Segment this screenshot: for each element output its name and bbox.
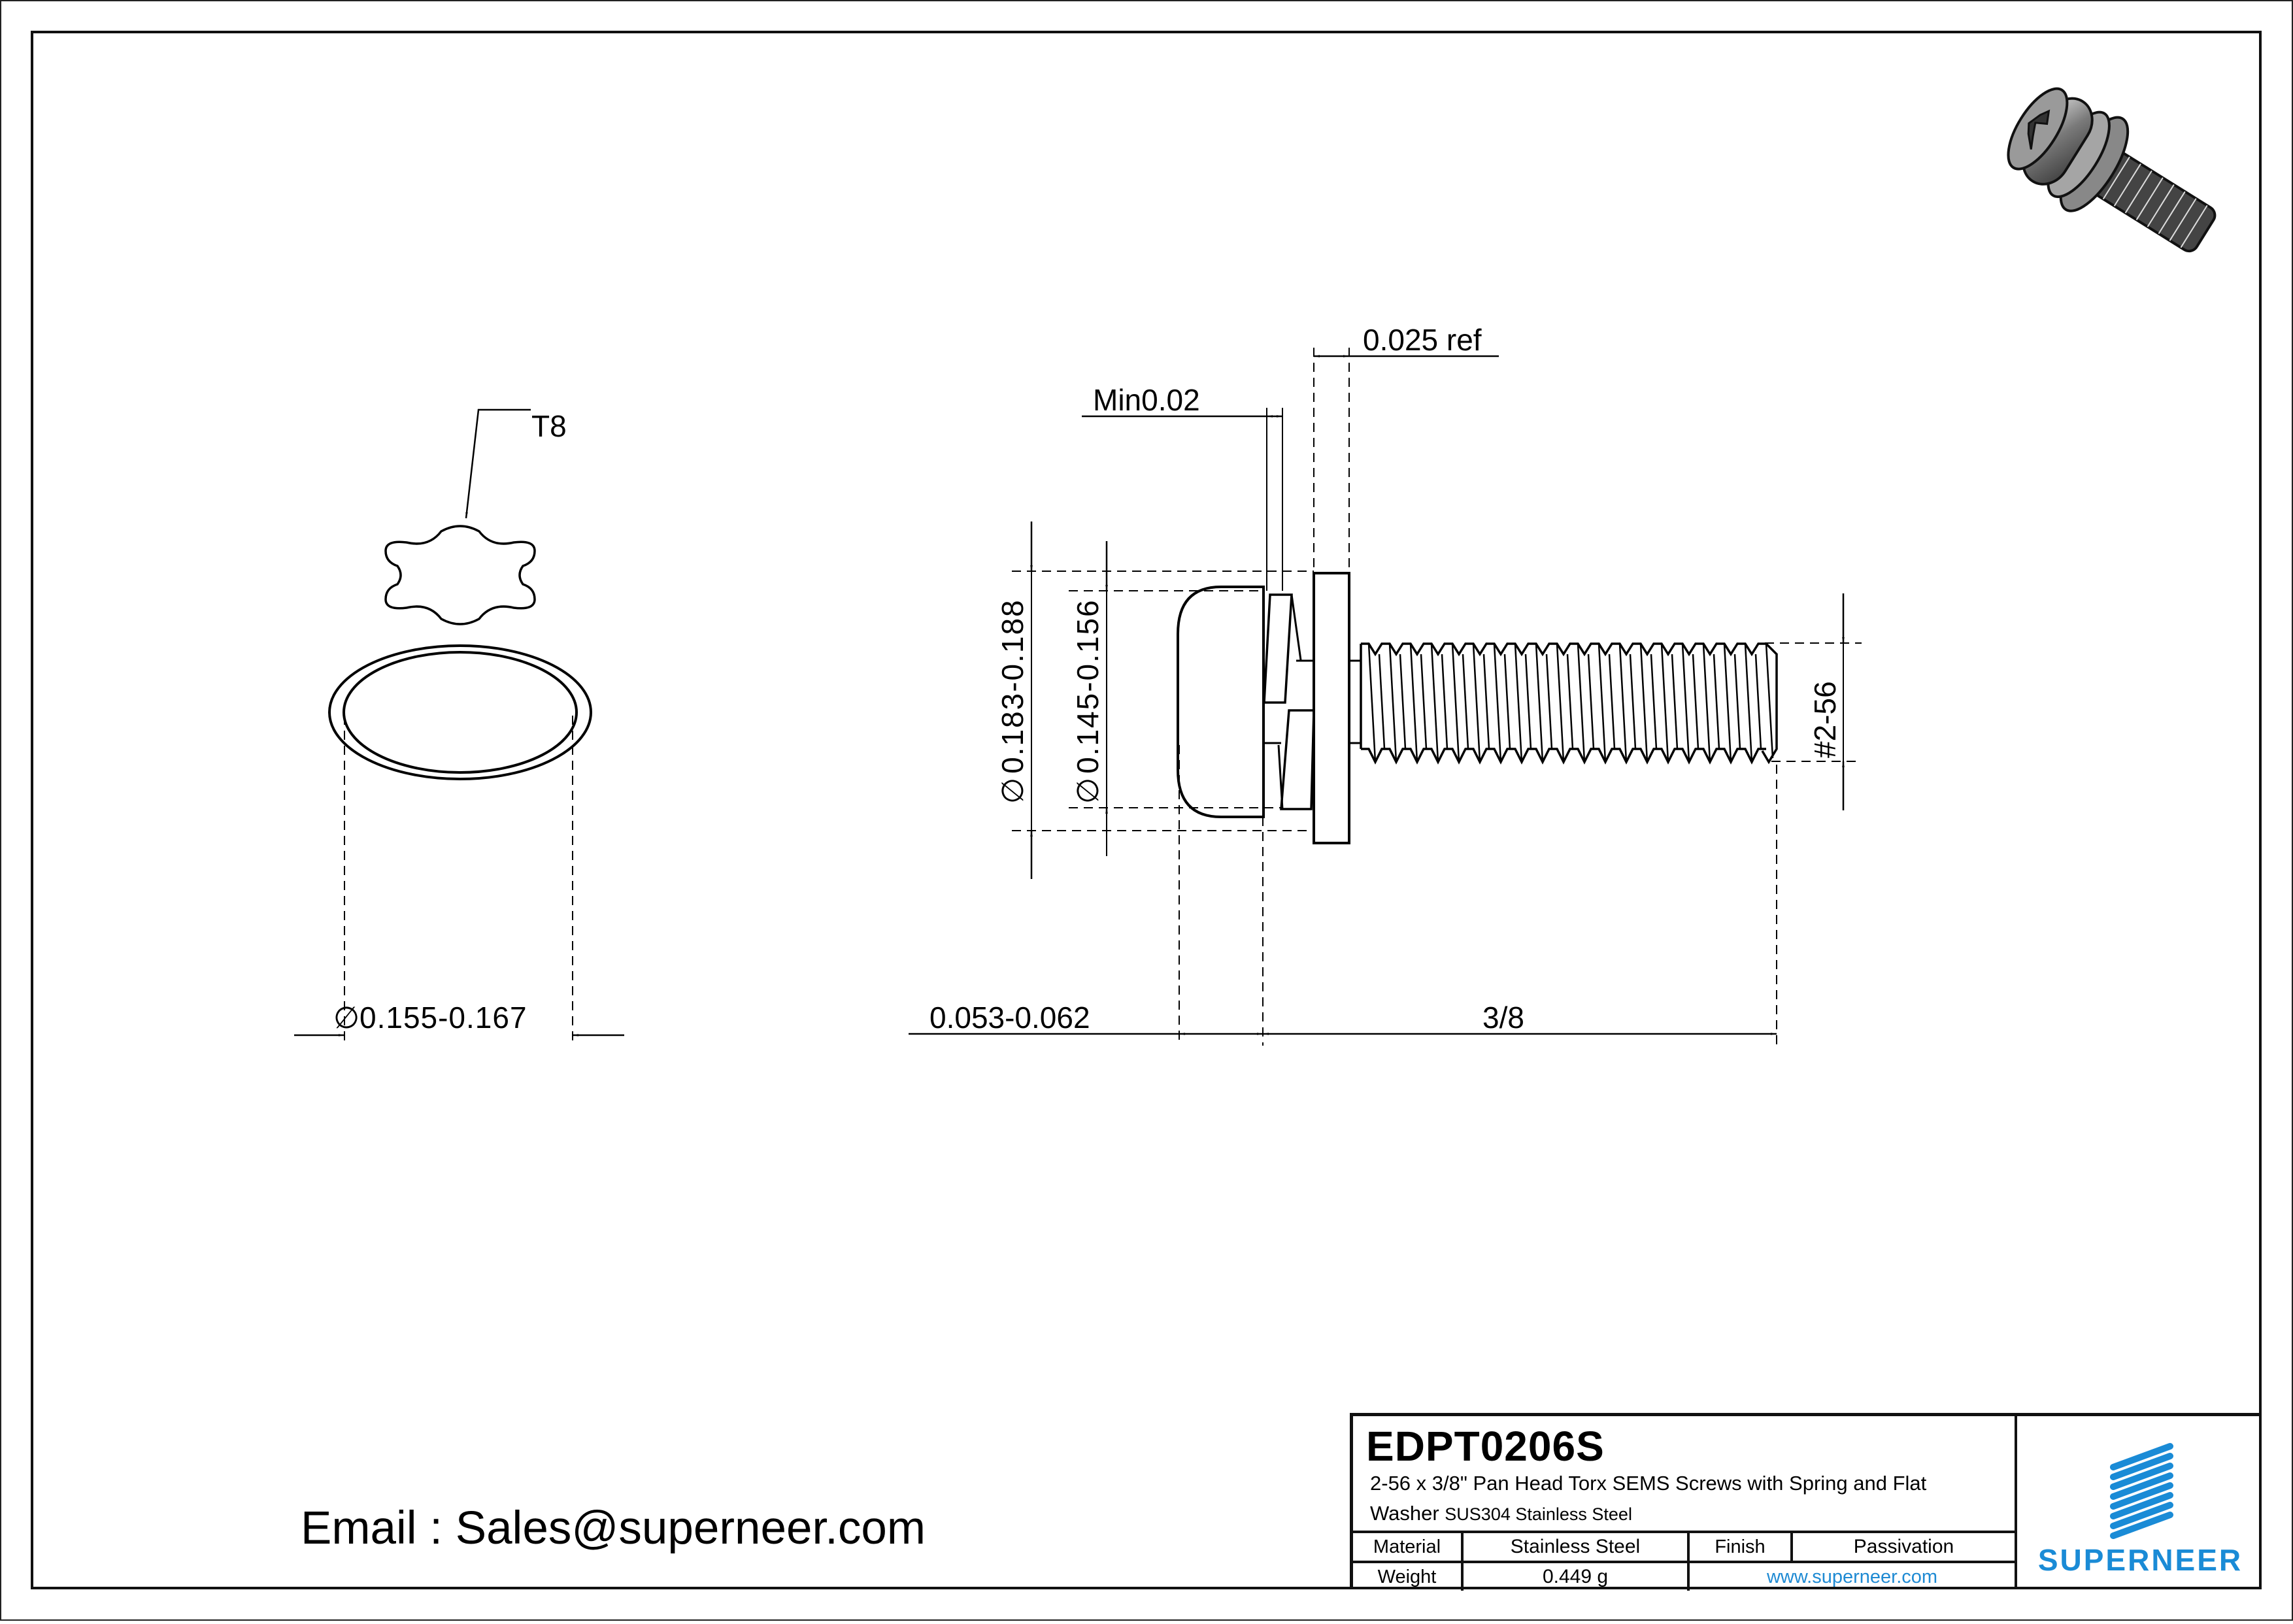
flat-washer-thk-dim: 0.025 ref [1363, 323, 1482, 357]
head-height-dim: 0.053-0.062 [929, 1001, 1090, 1035]
thread-size-dim: #2-56 [1808, 681, 1842, 758]
finish-value: Passivation [1792, 1531, 2015, 1562]
title-block-info: EDPT0206S 2-56 x 3/8" Pan Head Torx SEMS… [1353, 1416, 2017, 1591]
part-description: 2-56 x 3/8" Pan Head Torx SEMS Screws wi… [1370, 1468, 2011, 1529]
superneer-logo-icon [2110, 1443, 2173, 1539]
logo-wordmark: SUPERNEER [2037, 1543, 2243, 1577]
weight-label: Weight [1353, 1561, 1464, 1591]
part-number: EDPT0206S [1366, 1423, 1605, 1470]
end-view-dims [294, 716, 624, 1042]
head-face-dia-symbol: ∅ [333, 1001, 360, 1035]
spec-table: Material Stainless Steel Finish Passivat… [1353, 1531, 2015, 1591]
description-material: SUS304 Stainless Steel [1445, 1504, 1632, 1524]
spring-washer-thk-dim: Min0.02 [1093, 383, 1200, 417]
head-face-dia-dim: 0.155-0.167 [360, 1001, 527, 1035]
side-view-dims [909, 348, 1862, 1046]
flat-washer [1313, 572, 1350, 844]
weight-value: 0.449 g [1462, 1561, 1690, 1591]
drive-callout: T8 [531, 409, 567, 443]
pan-head [1177, 586, 1265, 818]
thread [1360, 642, 1778, 765]
torx-recess-icon [384, 525, 536, 625]
description-line-1: 2-56 x 3/8" Pan Head Torx SEMS Screws wi… [1370, 1472, 1927, 1495]
flat-washer-od-dim: ∅0.183-0.188 [996, 599, 1029, 804]
inner-border [31, 31, 2262, 1589]
description-line-2: Washer [1370, 1502, 1439, 1525]
material-value: Stainless Steel [1462, 1531, 1690, 1562]
spring-washer-upper [1263, 593, 1293, 704]
title-block: EDPT0206S 2-56 x 3/8" Pan Head Torx SEMS… [1350, 1413, 2260, 1591]
head-dia-dim: ∅0.145-0.156 [1071, 599, 1105, 804]
company-logo: SUPERNEER [2017, 1416, 2264, 1588]
spring-washer-lower [1280, 709, 1315, 810]
table-row: Material Stainless Steel Finish Passivat… [1353, 1531, 2015, 1562]
material-label: Material [1353, 1531, 1464, 1562]
website-link[interactable]: www.superneer.com [1688, 1561, 2015, 1591]
t8-leader: T8 [465, 408, 567, 519]
finish-label: Finish [1688, 1531, 1793, 1562]
iso-render [2007, 87, 2217, 253]
length-dim: 3/8 [1482, 1001, 1524, 1035]
end-view [328, 525, 592, 780]
side-view [1177, 572, 1361, 844]
table-row: Weight 0.449 g www.superneer.com [1353, 1561, 2015, 1591]
contact-email: Email : Sales@superneer.com [301, 1502, 926, 1554]
